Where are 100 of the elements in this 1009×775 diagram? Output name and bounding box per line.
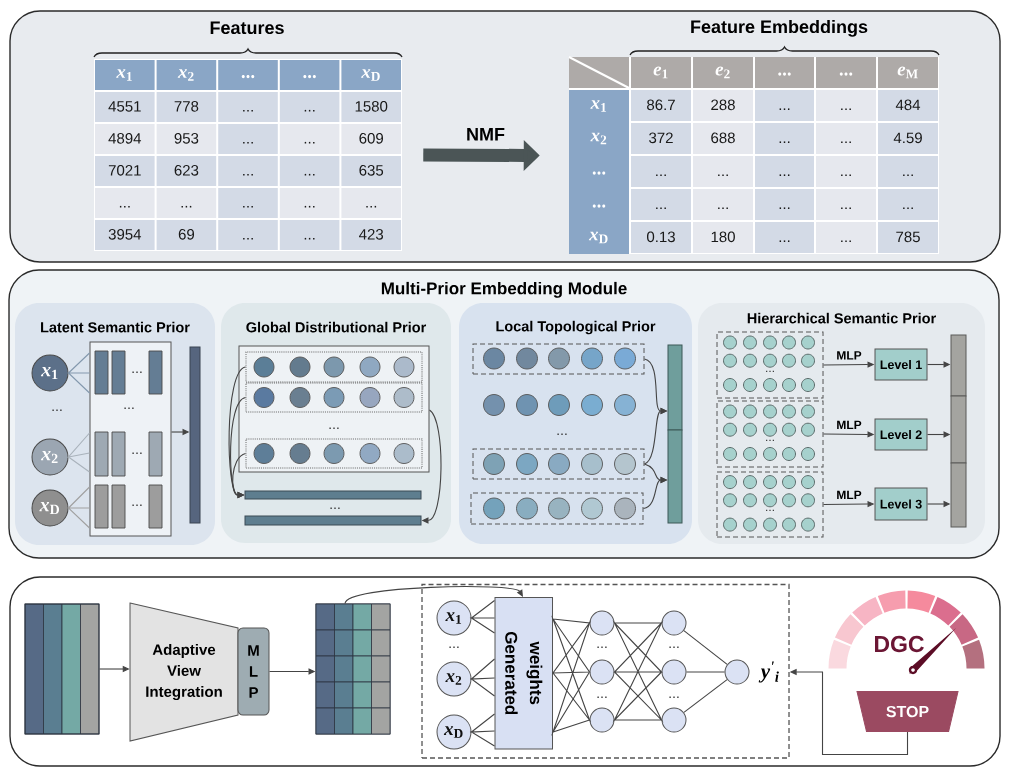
level-box: Level 1 (874, 348, 928, 381)
edge-label: MLP (837, 420, 862, 429)
header-cell: ... (569, 155, 629, 188)
header-cell: x$_{D}$ (569, 221, 629, 254)
header-cell: x$_{1}$ (95, 60, 155, 90)
table-cell: 180 (693, 222, 753, 253)
hidden-node (589, 610, 615, 636)
table-cell: 623 (156, 156, 217, 186)
table-cell: 778 (156, 92, 217, 122)
table-cell: 288 (693, 90, 753, 121)
ellipsis: ... (449, 646, 459, 648)
bar-segment (950, 334, 967, 397)
bar-segment (950, 462, 967, 528)
table-cell: 953 (156, 124, 217, 154)
ellipsis: ... (597, 696, 607, 698)
header-cell: x$_{2}$ (569, 122, 629, 155)
connector-line (469, 713, 496, 747)
table-cell: ... (218, 188, 278, 218)
node-label: Feature Embeddings (691, 19, 868, 37)
dashed-row-box (470, 492, 644, 525)
mlp-box: M L P (237, 627, 270, 716)
feature-node: x$_{1}$ (31, 354, 69, 392)
input-node: x$_{2}$ (436, 661, 472, 697)
connector-line (685, 671, 726, 673)
table-cell: ... (279, 156, 340, 186)
table-cell: ... (755, 222, 814, 253)
ellipsis: ... (669, 696, 679, 698)
table-cell: ... (279, 124, 340, 154)
feature-node: x$_{2}$ (31, 438, 69, 476)
bar-segment (667, 344, 683, 431)
header-cell: ... (218, 60, 278, 90)
table-cell: ... (816, 156, 876, 187)
table-cell: 3954 (95, 220, 155, 250)
connector-line (469, 599, 496, 634)
dotted-row-box (245, 351, 423, 383)
connector-line (67, 352, 91, 394)
connector-line (67, 486, 91, 529)
hidden-node (661, 610, 687, 636)
ellipsis: ... (597, 646, 607, 648)
header-cell: e$_{2}$ (693, 57, 753, 88)
header-cell: ... (755, 57, 814, 88)
ellipsis: ... (766, 370, 774, 372)
header-cell: x$_{D}$ (341, 60, 401, 90)
table-cell: ... (631, 156, 691, 187)
connector-line (67, 432, 91, 473)
table-cell: 372 (631, 123, 691, 154)
table-cell: ... (279, 92, 340, 122)
dashed-group-box (716, 471, 824, 538)
connector-line (469, 658, 496, 697)
table-cell: 0.13 (631, 222, 691, 253)
ellipsis: ... (132, 371, 142, 373)
table-cell: ... (218, 156, 278, 186)
table-cell: ... (218, 220, 278, 250)
table-cell: ... (693, 156, 753, 187)
table-cell: ... (878, 189, 938, 220)
header-cell: ... (279, 60, 340, 90)
table-cell: 4.59 (878, 123, 938, 154)
ellipsis: ... (669, 646, 679, 648)
dotted-row-box (245, 382, 423, 413)
arrow (344, 586, 523, 605)
table-cell: ... (341, 188, 401, 218)
dashed-group-box (716, 331, 824, 399)
table-cell: 7021 (95, 156, 155, 186)
trapezoid-block: Adaptive View Integration (129, 602, 239, 742)
embedding-bar (244, 490, 422, 500)
header-cell: ... (816, 57, 876, 88)
table-cell: ... (218, 124, 278, 154)
embedding-bar (244, 515, 422, 526)
hidden-node (661, 707, 687, 733)
table-cell: 635 (341, 156, 401, 186)
table-cell: ... (755, 123, 814, 154)
hidden-node (589, 659, 615, 685)
header-cell: e$_{M}$ (878, 57, 938, 88)
table-cell: ... (631, 189, 691, 220)
table-cell: 4894 (95, 124, 155, 154)
bar-segment (667, 429, 683, 524)
ellipsis: ... (557, 433, 567, 435)
hidden-node (589, 707, 615, 733)
dashed-row-box (472, 448, 645, 480)
bar-segment (950, 395, 967, 464)
header-cell: x$_{1}$ (569, 90, 629, 122)
ellipsis: ... (766, 509, 774, 511)
ellipsis: ... (766, 439, 774, 441)
output-bar (189, 346, 201, 524)
table-cell: 785 (878, 222, 938, 253)
header-cell: ... (569, 188, 629, 221)
edge-label: MLP (837, 490, 862, 499)
weights-box: weights Generated (494, 597, 553, 750)
level-box: Level 3 (874, 487, 928, 521)
ellipsis: ... (330, 507, 340, 509)
table-cell: 69 (156, 220, 217, 250)
table-cell: ... (755, 90, 814, 121)
table-cell: ... (816, 90, 876, 121)
ellipsis: ... (132, 504, 142, 506)
table-cell: 86.7 (631, 90, 691, 121)
ellipsis: ... (124, 407, 134, 409)
connector-line (683, 630, 728, 665)
connector-line (683, 679, 728, 713)
table-cell: ... (218, 92, 278, 122)
dashed-group-box (716, 400, 824, 468)
